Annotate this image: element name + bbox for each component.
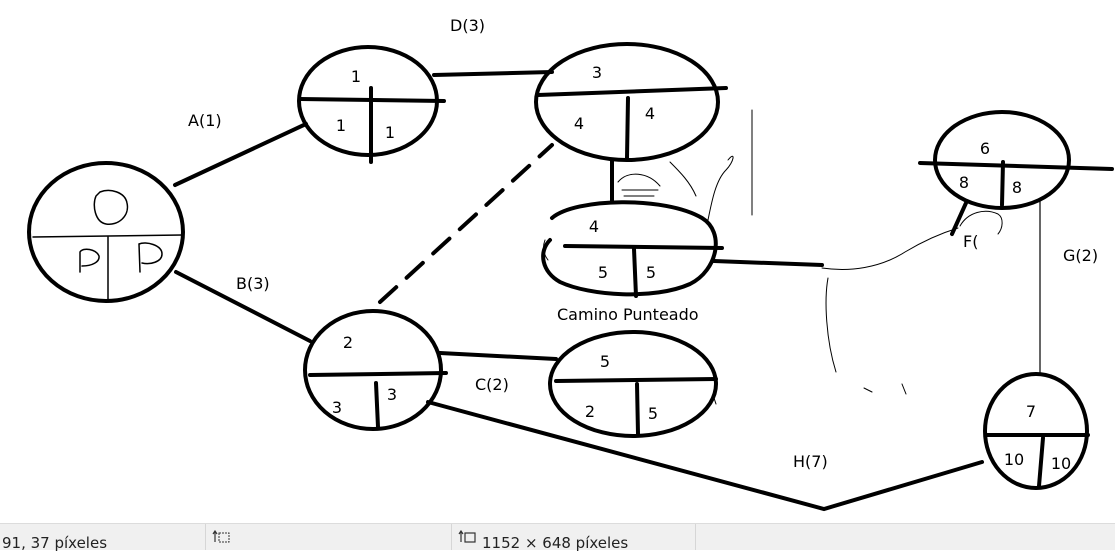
node-1-left: 1 xyxy=(336,116,346,135)
image-size-icon xyxy=(458,530,476,543)
cursor-position: 91, 37 píxeles xyxy=(2,534,108,552)
node-3-top: 3 xyxy=(592,63,602,82)
edge-d xyxy=(432,70,554,77)
image-size-segment: 1152 × 648 píxeles xyxy=(452,524,696,552)
node-7-left: 10 xyxy=(1004,450,1024,469)
node-2-right: 3 xyxy=(387,385,397,404)
node-3 xyxy=(534,42,728,162)
activity-c-label: C(2) xyxy=(475,375,509,394)
node-5-right: 5 xyxy=(648,404,658,423)
node-4 xyxy=(541,200,724,298)
node-6-right: 8 xyxy=(1012,178,1022,197)
edge-b xyxy=(174,270,312,343)
node-4-left: 5 xyxy=(598,263,608,282)
node-4-top: 4 xyxy=(589,217,599,236)
node-1 xyxy=(297,45,446,164)
node-2-left: 3 xyxy=(332,398,342,417)
diagram-canvas: 1 1 1 2 3 3 3 4 4 4 5 5 5 2 5 6 8 8 7 10… xyxy=(27,16,1114,512)
activity-h-label: H(7) xyxy=(793,452,828,471)
node-7-right: 10 xyxy=(1051,454,1071,473)
edge-h xyxy=(426,400,984,512)
node-7-top: 7 xyxy=(1026,402,1036,421)
node-2-top: 2 xyxy=(343,333,353,352)
node-4-right: 5 xyxy=(646,263,656,282)
node-2 xyxy=(303,309,448,431)
edge-a xyxy=(173,122,308,187)
sketch-marks xyxy=(543,109,1003,405)
node-3-left: 4 xyxy=(574,114,584,133)
node-5 xyxy=(548,330,718,438)
node-1-top: 1 xyxy=(351,67,361,86)
node-6-left: 8 xyxy=(959,173,969,192)
activity-b-label: B(3) xyxy=(236,274,270,293)
start-node xyxy=(27,161,185,303)
selection-size-segment xyxy=(206,524,452,550)
activity-a-label: A(1) xyxy=(188,111,222,130)
status-bar: 91, 37 píxeles 1152 × 648 píxeles xyxy=(0,523,1115,552)
edge-dummy xyxy=(378,143,554,304)
node-6-top: 6 xyxy=(980,139,990,158)
activity-d-label: D(3) xyxy=(450,16,485,35)
node-5-left: 2 xyxy=(585,402,595,421)
node-1-right: 1 xyxy=(385,123,395,142)
image-size: 1152 × 648 píxeles xyxy=(482,534,629,552)
activity-g-label: G(2) xyxy=(1063,246,1098,265)
node-7 xyxy=(983,372,1090,490)
activity-f-label: F( xyxy=(963,232,978,251)
node-3-right: 4 xyxy=(645,104,655,123)
dashed-path-label: Camino Punteado xyxy=(557,305,699,324)
edge-4-f xyxy=(712,259,824,267)
node-5-top: 5 xyxy=(600,352,610,371)
cursor-position-segment: 91, 37 píxeles xyxy=(0,524,206,552)
selection-icon xyxy=(212,530,230,543)
node-6 xyxy=(918,110,1114,210)
edge-c xyxy=(438,351,558,361)
